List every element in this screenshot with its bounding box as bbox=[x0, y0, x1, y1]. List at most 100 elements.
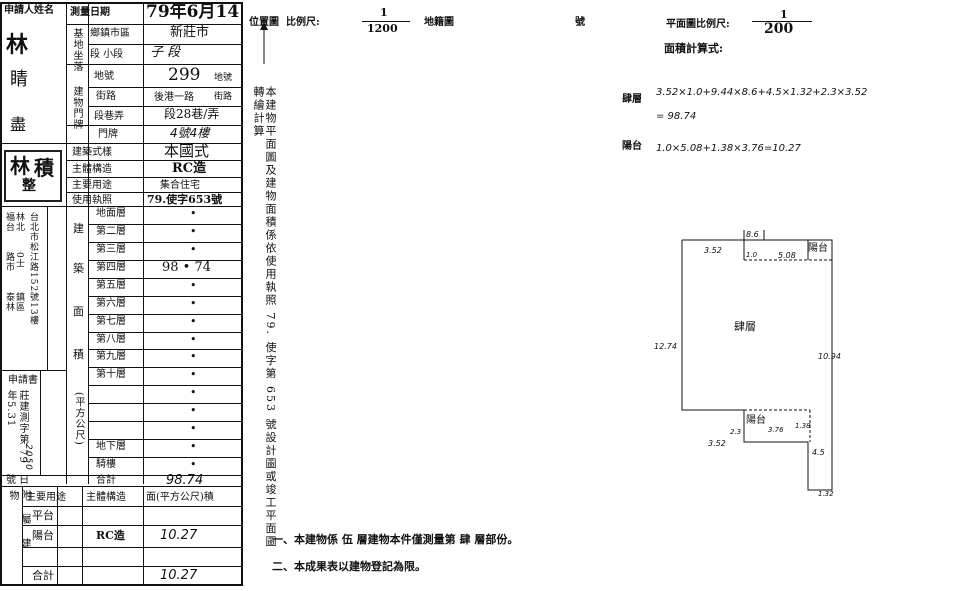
building-label: 建物門牌 bbox=[71, 86, 82, 130]
application-number: 2050 bbox=[23, 444, 33, 471]
dim-2-3: 2.3 bbox=[730, 428, 742, 436]
floor-area-value: • bbox=[190, 333, 197, 346]
applicant-label: 申請人姓名 bbox=[4, 5, 54, 16]
land-map-label: 地籍圖 bbox=[424, 17, 454, 28]
floor-area-value: • bbox=[190, 422, 197, 435]
floor-area-value: • bbox=[190, 350, 197, 363]
floor-plan-drawing bbox=[681, 230, 833, 491]
dim-12-74: 12.74 bbox=[654, 342, 677, 351]
attached-header-structure: 主體構造 bbox=[86, 492, 126, 503]
floor-label: 第六層 bbox=[96, 298, 126, 309]
owner-addr-full: 台北市松江路152號13樓 bbox=[28, 212, 38, 326]
floor-area-value: • bbox=[190, 243, 197, 256]
township-label: 鄉鎮市區 bbox=[90, 28, 130, 39]
stamp-char-3: 整 bbox=[22, 178, 36, 194]
applicant-extra-2: 盡 bbox=[10, 115, 27, 134]
floor-label: 第七層 bbox=[96, 316, 126, 327]
attached-structure: RC造 bbox=[96, 529, 125, 542]
balcony-bottom-label: 陽台 bbox=[746, 415, 766, 426]
number-label: 門牌 bbox=[98, 129, 118, 140]
floor-area-value: • bbox=[190, 368, 197, 381]
attached-area: 10.27 bbox=[160, 528, 198, 543]
location-label: 基地坐落 bbox=[71, 28, 82, 72]
location-scale-den: 1200 bbox=[367, 22, 398, 35]
floor-area-value: • bbox=[190, 440, 197, 453]
structure-label: 主體構造 bbox=[72, 164, 112, 175]
note-2: 二、本成果表以建物登記為限。 bbox=[272, 560, 426, 573]
floor4-formula-label: 肆層 bbox=[622, 94, 642, 105]
land-map-number-label: 號 bbox=[575, 17, 585, 28]
attached-area: 10.27 bbox=[160, 568, 198, 583]
dim-4-5: 4.5 bbox=[812, 448, 825, 457]
floor4-formula: 3.52×1.0+9.44×8.6+4.5×1.32+2.3×3.52 bbox=[656, 87, 868, 98]
floor-area-value: • bbox=[190, 404, 197, 417]
dim-3-52-bottom: 3.52 bbox=[708, 439, 726, 448]
note-1: 一、本建物係 伍 層建物本件僅測量第 肆 層部份。 bbox=[272, 533, 519, 546]
style-label: 建築式樣 bbox=[72, 147, 112, 158]
floor-label: 第五層 bbox=[96, 280, 126, 291]
location-scale-num: 1 bbox=[380, 6, 388, 19]
floor-area-value: • bbox=[190, 297, 197, 310]
floor-label: 第四層 bbox=[96, 262, 126, 273]
floor-label: 地下層 bbox=[96, 441, 126, 452]
floor-label: 第二層 bbox=[96, 226, 126, 237]
attached-use: 陽台 bbox=[32, 529, 54, 542]
plan-scale-num: 1 bbox=[780, 8, 788, 21]
section-value: 子 段 bbox=[150, 45, 181, 60]
street-value: 後港一路 bbox=[154, 92, 194, 103]
lane-label: 段巷弄 bbox=[94, 111, 124, 122]
lot-label: 地號 bbox=[94, 71, 114, 82]
attached-use: 平台 bbox=[32, 509, 54, 522]
left-form-table bbox=[0, 2, 243, 586]
attached-label: 附屬建物 bbox=[7, 490, 30, 562]
applicant-name: 林 bbox=[6, 32, 29, 58]
red-seal-stamp: 林 積 整 bbox=[4, 150, 62, 202]
number-value: 4號4樓 bbox=[170, 126, 210, 140]
permit-value: 79.使字653號 bbox=[147, 193, 223, 206]
township-value: 新莊市 bbox=[170, 25, 210, 40]
vertical-note: 本建物平面圖及建物面積係依使用執照 79. 使字第 653 號設計圖或竣工平面圖… bbox=[252, 86, 277, 549]
dim-1-32: 1.32 bbox=[818, 490, 834, 498]
area-label-5: (平方公尺) bbox=[73, 392, 84, 446]
owner-addr-2: 林北 bbox=[14, 212, 24, 232]
dim-3-76: 3.76 bbox=[768, 426, 784, 434]
area-label-4: 積 bbox=[73, 348, 84, 361]
application-text: 莊建測字第 79年5.31 bbox=[5, 390, 28, 464]
total-value: 98.74 bbox=[166, 473, 204, 488]
owner-addr-3: 路市 bbox=[4, 252, 14, 272]
permit-label: 使用執照 bbox=[72, 195, 112, 206]
floor-label: 第三層 bbox=[96, 244, 126, 255]
floor-label: 第八層 bbox=[96, 334, 126, 345]
application-label: 申請書 bbox=[8, 375, 38, 386]
owner-addr-4: 0士 bbox=[14, 252, 24, 269]
floor-label: 騎樓 bbox=[96, 459, 116, 470]
survey-date-label: 測量日期 bbox=[70, 7, 110, 18]
location-scale-label: 比例尺: bbox=[286, 17, 320, 28]
attached-header-use: 主要用途 bbox=[26, 492, 66, 503]
date-number-label: 號 日 bbox=[6, 475, 30, 486]
total-label: 合計 bbox=[96, 475, 116, 486]
use-value: 集合住宅 bbox=[160, 180, 200, 191]
floor-area-value: • bbox=[190, 458, 197, 471]
area-label-3: 面 bbox=[73, 305, 84, 318]
lot-value: 299 bbox=[168, 65, 201, 85]
floor-label: 第十層 bbox=[96, 369, 126, 380]
balcony-top-label: 陽台 bbox=[808, 243, 828, 254]
floor-area-value: • bbox=[190, 207, 197, 220]
stamp-char-2: 積 bbox=[34, 156, 54, 180]
balcony-formula: 1.0×5.08+1.38×3.76=10.27 bbox=[656, 143, 801, 154]
dim-10-94: 10.94 bbox=[818, 352, 841, 361]
lot-suffix: 地號 bbox=[214, 73, 233, 83]
attached-header-area: 面(平方公尺)積 bbox=[146, 492, 214, 503]
floor-area-value: • bbox=[190, 279, 197, 292]
area-calc-label: 面積計算式: bbox=[664, 42, 724, 55]
balcony-formula-label: 陽台 bbox=[622, 141, 642, 152]
dim-3-52-top: 3.52 bbox=[704, 246, 722, 255]
floor-label: 第九層 bbox=[96, 351, 126, 362]
floor-area-value: 98 • 74 bbox=[162, 260, 212, 275]
plan-scale-den: 200 bbox=[764, 21, 794, 37]
dim-1-38: 1.38 bbox=[795, 422, 811, 430]
owner-addr-5: 泰林 bbox=[4, 292, 14, 312]
street-suffix: 街路 bbox=[214, 92, 233, 102]
style-value: 本國式 bbox=[164, 142, 210, 160]
